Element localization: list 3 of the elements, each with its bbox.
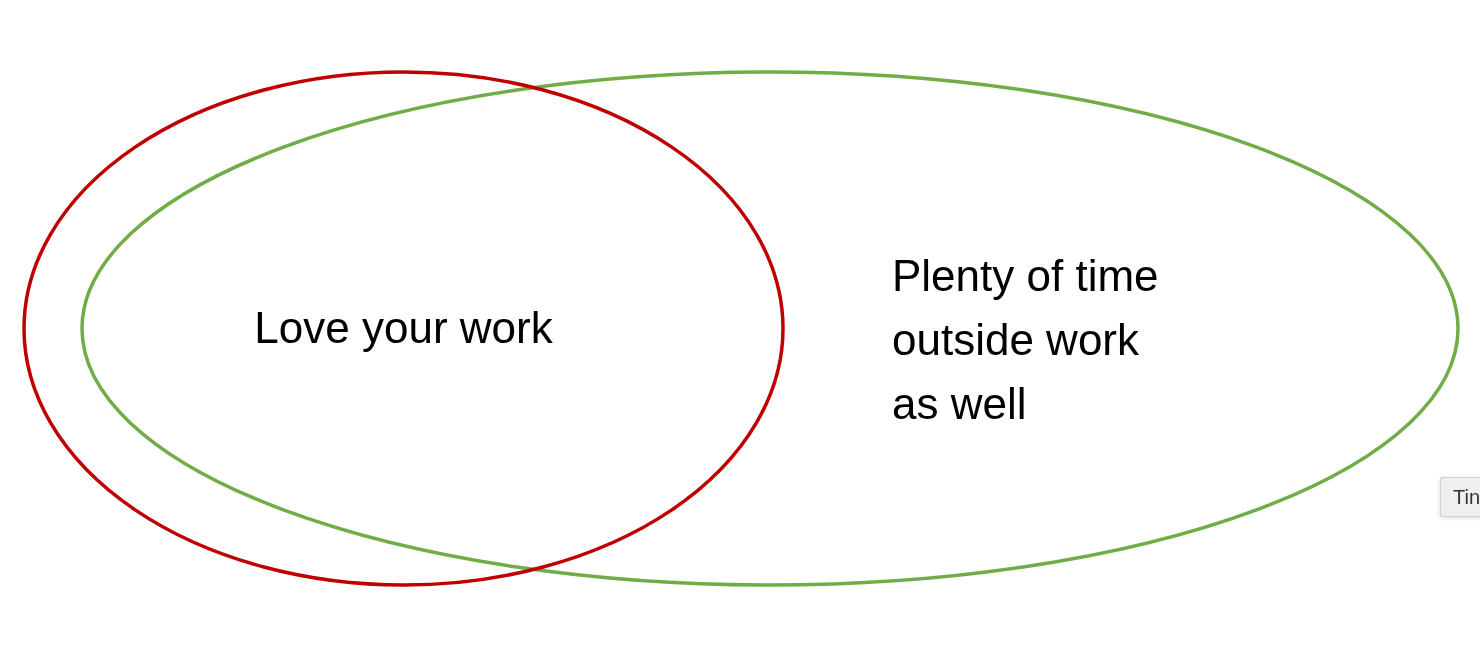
set-label: Plenty of time outside work as well bbox=[892, 251, 1159, 428]
tooltip: Tin bbox=[1440, 477, 1480, 517]
set-label: Love your work bbox=[254, 303, 553, 352]
